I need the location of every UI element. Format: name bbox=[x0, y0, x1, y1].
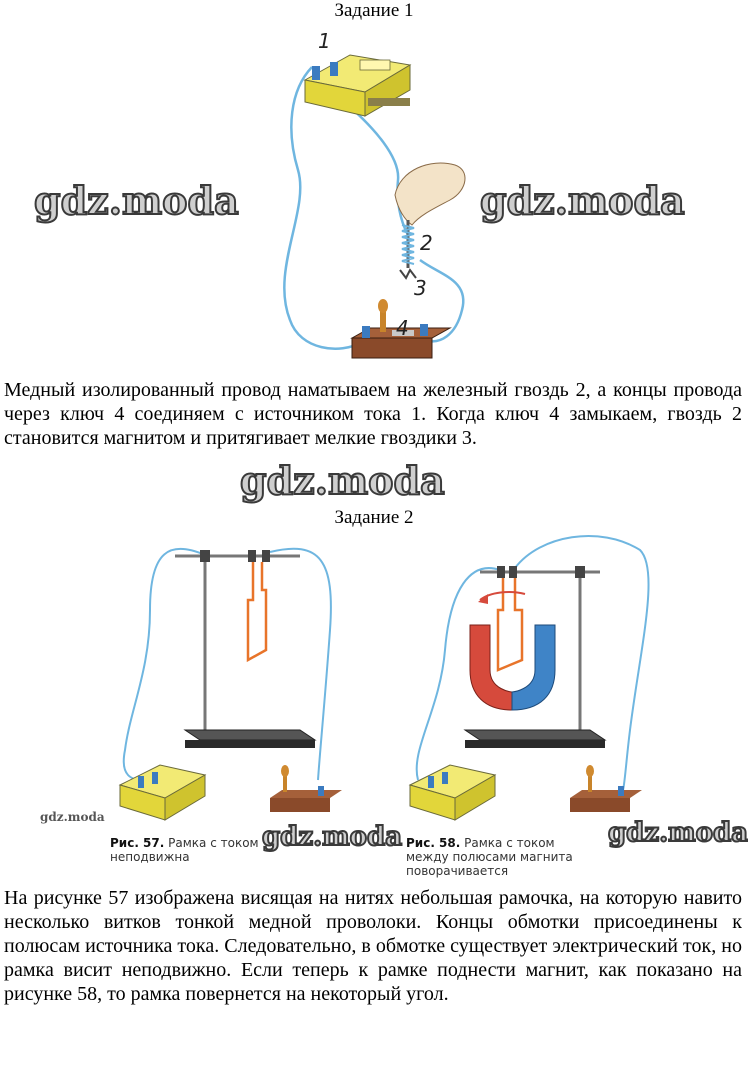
task1-figure: 1 2 3 4 bbox=[283, 29, 466, 359]
label-1: 1 bbox=[318, 29, 331, 53]
watermark-small: gdz.moda bbox=[40, 810, 105, 824]
hand-icon bbox=[394, 162, 466, 226]
fig58-caption-number: Рис. 58. bbox=[406, 836, 461, 850]
fig57-caption-text: Рамка с током неподвижна bbox=[110, 836, 259, 864]
task2-text: На рисунке 57 изображена висящая на нитя… bbox=[4, 887, 742, 1005]
fig57-caption-number: Рис. 57. bbox=[110, 836, 165, 850]
watermark-right: gdz.moda bbox=[479, 177, 686, 224]
label-3: 3 bbox=[414, 276, 427, 300]
fig58-illustration bbox=[408, 535, 650, 821]
label-2: 2 bbox=[420, 231, 433, 255]
fig57-illustration bbox=[118, 547, 342, 821]
watermark-fig57: gdz.moda bbox=[261, 821, 403, 853]
current-source-icon bbox=[303, 54, 412, 117]
task1-title: Задание 1 bbox=[334, 0, 414, 21]
watermark-fig58: gdz.moda bbox=[607, 817, 748, 849]
task1-text: Медный изолированный провод наматываем н… bbox=[4, 379, 742, 449]
task2-title: Задание 2 bbox=[334, 507, 414, 528]
fig58-caption: Рис. 58. Рамка с током между полюсами ма… bbox=[406, 836, 596, 878]
fig57-caption: Рис. 57. Рамка с током неподвижна bbox=[110, 836, 260, 864]
task2-figure bbox=[118, 535, 650, 821]
watermark-left: gdz.moda bbox=[33, 177, 240, 224]
switch-key-icon bbox=[350, 299, 452, 359]
label-4: 4 bbox=[396, 316, 409, 340]
fig58-caption-text: Рамка с током между полюсами магнита пов… bbox=[406, 836, 573, 878]
watermark-center: gdz.moda bbox=[239, 457, 446, 504]
nail-coil-icon bbox=[399, 220, 417, 280]
